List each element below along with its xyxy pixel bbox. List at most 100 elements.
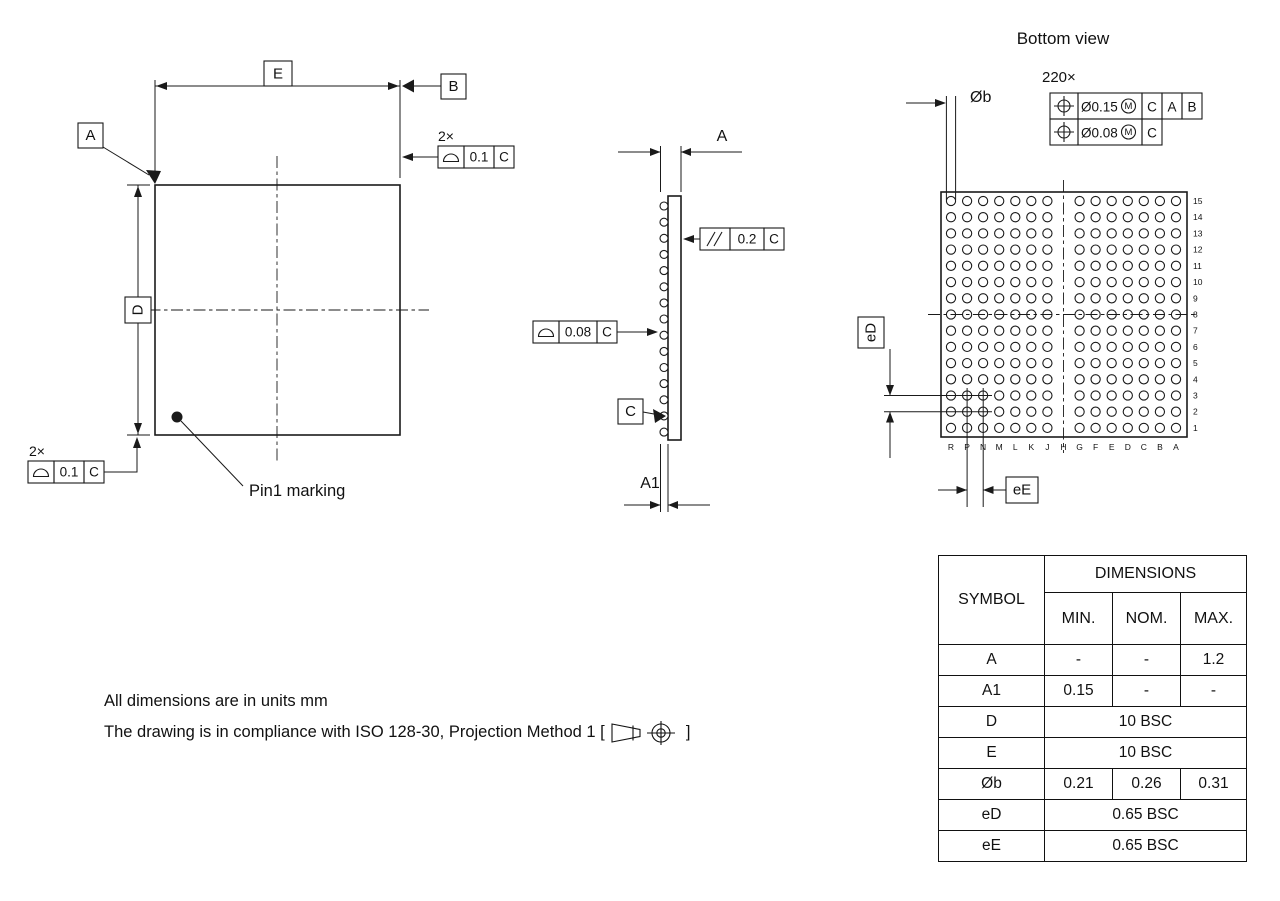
ball bbox=[994, 357, 1005, 369]
ball bbox=[1122, 325, 1133, 336]
ball bbox=[1042, 195, 1053, 207]
ball bbox=[1090, 212, 1101, 223]
ball bbox=[1010, 390, 1021, 401]
ball bbox=[1170, 390, 1182, 401]
table-subheader-row: MIN. NOM. MAX. bbox=[939, 592, 1247, 645]
fcf-datum-ref: C bbox=[769, 232, 779, 247]
ball bbox=[1010, 293, 1021, 304]
fcf-profile-side: 0.08 C bbox=[532, 320, 658, 344]
ball bbox=[994, 341, 1005, 353]
ball bbox=[1138, 260, 1149, 271]
row-label: 10 bbox=[1193, 277, 1203, 287]
nom-cell: 0.26 bbox=[1112, 768, 1181, 800]
fcf-tolerance-value: 0.1 bbox=[60, 465, 79, 480]
row-label: 15 bbox=[1193, 196, 1203, 206]
ball bbox=[1170, 244, 1182, 255]
dim-ob: Øb bbox=[906, 89, 991, 200]
ball bbox=[1138, 422, 1149, 434]
ball bbox=[1122, 390, 1133, 401]
fcf-parallelism: 0.2 C bbox=[683, 227, 785, 251]
datum-c-label: C bbox=[625, 403, 636, 420]
arrowhead bbox=[402, 153, 413, 161]
merged-value-cell: 0.65 BSC bbox=[1044, 799, 1247, 831]
ball bbox=[659, 249, 669, 259]
ball bbox=[1154, 422, 1166, 434]
projection-method-icon bbox=[611, 720, 676, 745]
ball bbox=[659, 201, 669, 211]
package-side-outline bbox=[667, 195, 682, 441]
datum-a-label: A bbox=[85, 127, 95, 144]
ball bbox=[1090, 260, 1101, 271]
ball bbox=[1170, 276, 1182, 288]
ball bbox=[1042, 325, 1053, 336]
ball bbox=[1074, 390, 1085, 401]
col-label: B bbox=[1157, 442, 1163, 452]
ball bbox=[1138, 390, 1149, 401]
ball bbox=[1010, 228, 1021, 239]
fcf-datum-ref: C bbox=[499, 150, 509, 165]
material-condition-label: M bbox=[1125, 101, 1133, 112]
ball bbox=[1042, 357, 1053, 369]
fcf-tolerance-value: 0.08 bbox=[565, 325, 591, 340]
fcf-position-1: Ø0.15 M C A B bbox=[1049, 92, 1203, 120]
ball bbox=[945, 195, 957, 207]
compliance-note-text: The drawing is in compliance with ISO 12… bbox=[104, 723, 610, 741]
ball bbox=[1010, 260, 1021, 271]
dimensions-table: SYMBOL DIMENSIONS MIN. NOM. MAX. A - - 1… bbox=[938, 555, 1247, 862]
arrowhead bbox=[133, 437, 141, 448]
ball bbox=[1106, 390, 1117, 401]
col-label: A bbox=[1173, 442, 1179, 452]
ball bbox=[1074, 244, 1085, 255]
col-label: K bbox=[1028, 442, 1034, 452]
fcf-profile-bottom: 2× 0.1 C bbox=[27, 437, 141, 484]
fcf-datum-ref: B bbox=[1187, 100, 1196, 115]
dim-a1-label: A1 bbox=[640, 475, 660, 492]
arrowhead bbox=[956, 486, 967, 494]
ball bbox=[1026, 260, 1037, 271]
ball bbox=[977, 244, 989, 255]
ball bbox=[1154, 212, 1166, 223]
profile-of-surface-icon bbox=[537, 328, 555, 338]
fcf-datum-ref: C bbox=[1147, 100, 1157, 115]
ball bbox=[1026, 374, 1037, 385]
ball bbox=[1106, 422, 1117, 434]
merged-value-cell: 10 BSC bbox=[1044, 737, 1247, 769]
ball bbox=[1042, 212, 1053, 223]
ball bbox=[994, 406, 1005, 417]
ball bbox=[1154, 341, 1166, 353]
ball bbox=[1010, 357, 1021, 369]
ball bbox=[1122, 195, 1133, 207]
ball bbox=[945, 357, 957, 369]
ball bbox=[994, 228, 1005, 239]
ball bbox=[1042, 341, 1053, 353]
fcf-tolerance-value: 0.2 bbox=[738, 232, 757, 247]
material-condition-icon bbox=[1120, 124, 1137, 140]
arrowhead bbox=[886, 385, 894, 396]
ball bbox=[1010, 422, 1021, 434]
notes: All dimensions are in units mm The drawi… bbox=[104, 686, 691, 748]
symbol-cell: eD bbox=[938, 799, 1045, 831]
min-cell: 0.15 bbox=[1044, 675, 1113, 707]
ball bbox=[1026, 195, 1037, 207]
ball bbox=[977, 195, 989, 207]
min-cell: 0.21 bbox=[1044, 768, 1113, 800]
ball bbox=[1090, 195, 1101, 207]
ball bbox=[977, 374, 989, 385]
dim-ee: eE bbox=[938, 388, 1039, 507]
ball bbox=[1090, 244, 1101, 255]
table-row: eD 0.65 BSC bbox=[938, 799, 1247, 831]
ball bbox=[1154, 374, 1166, 385]
row-label: 12 bbox=[1193, 245, 1203, 255]
row-label: 11 bbox=[1193, 261, 1202, 271]
ball bbox=[1010, 325, 1021, 336]
ball bbox=[1138, 325, 1149, 336]
position-symbol-icon bbox=[1054, 122, 1074, 142]
ball bbox=[1106, 374, 1117, 385]
col-label: D bbox=[1125, 442, 1131, 452]
datum-b-label: B bbox=[448, 78, 458, 95]
nom-cell: - bbox=[1112, 644, 1181, 676]
compliance-note: The drawing is in compliance with ISO 12… bbox=[104, 717, 691, 748]
ball bbox=[1026, 406, 1037, 417]
